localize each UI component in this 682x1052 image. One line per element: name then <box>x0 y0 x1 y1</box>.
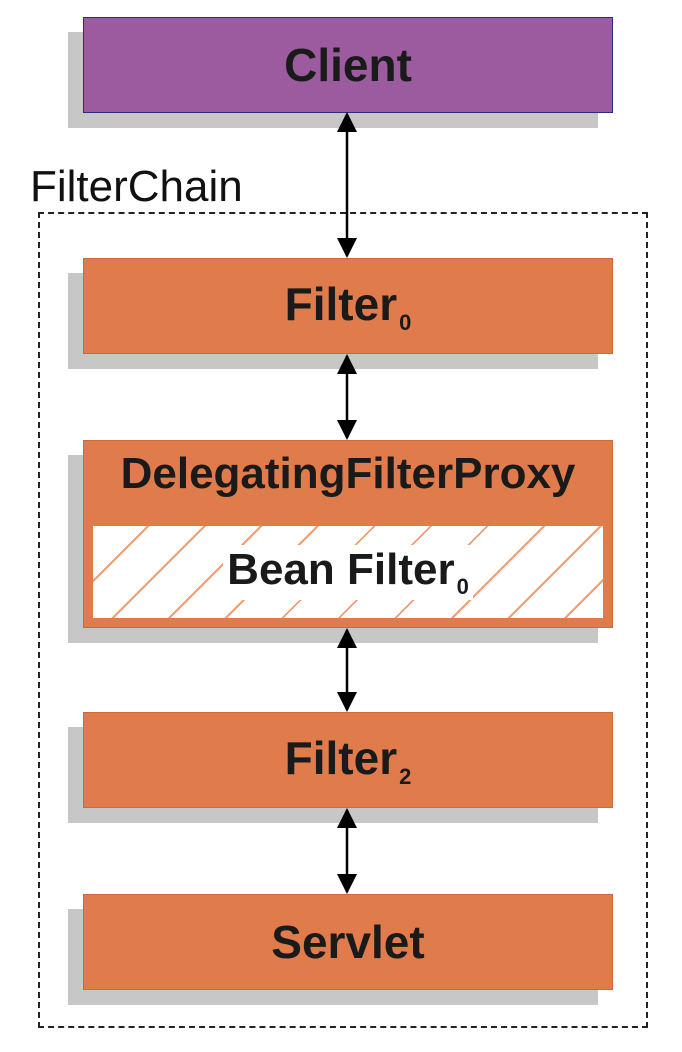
bean-filter-subscript: 0 <box>456 573 469 599</box>
filter0-subscript: 0 <box>399 309 412 335</box>
client-box: Client <box>83 17 613 113</box>
filter2-subscript: 2 <box>399 763 412 789</box>
filter2-label: Filter2 <box>284 731 412 789</box>
filter0-box: Filter0 <box>83 258 613 354</box>
filter-chain-label: FilterChain <box>30 162 243 211</box>
delegating-filter-proxy-label: DelegatingFilterProxy <box>120 449 576 498</box>
delegating-filter-proxy-box: DelegatingFilterProxy Bean Filter0 <box>83 440 613 628</box>
servlet-label: Servlet <box>271 916 425 968</box>
bean-filter-label: Bean Filter0 <box>223 544 473 600</box>
bean-filter-box: Bean Filter0 <box>92 525 604 619</box>
client-label: Client <box>284 39 412 91</box>
filter2-box: Filter2 <box>83 712 613 808</box>
servlet-box: Servlet <box>83 894 613 990</box>
filter0-label: Filter0 <box>284 277 412 335</box>
